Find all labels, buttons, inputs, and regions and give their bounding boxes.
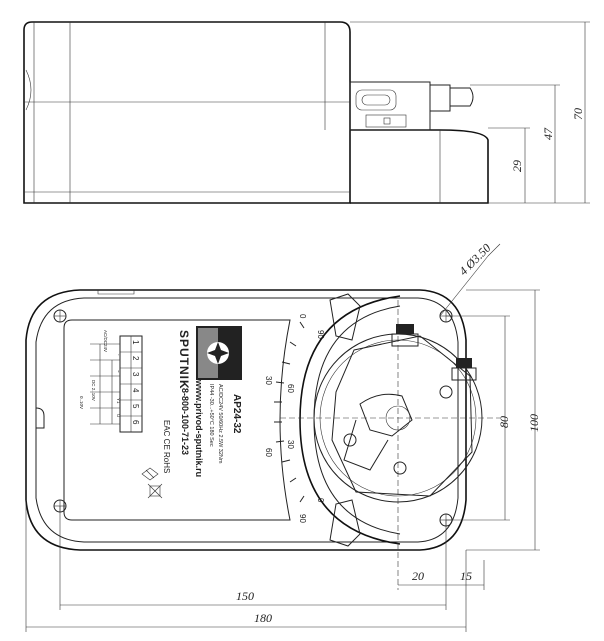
top-view: SPUTNIK AP24-32 AC/DC24V 50/60Hz 2.5W 32…: [25, 241, 541, 632]
dim-height-mid: 47: [541, 127, 555, 140]
marks-text: EAC CE RoHS: [162, 420, 171, 473]
terminal-number: 4: [131, 388, 140, 393]
website-text: www.privod-sputnik.ru: [194, 379, 204, 477]
terminal-number: 6: [131, 420, 140, 425]
specs-line1: AC/DC24V 50/60Hz 2.5W 32Nm: [217, 384, 223, 464]
recycle-icon: [141, 467, 159, 481]
clamp-bolt: [451, 358, 477, 381]
dim-width-total: 100: [527, 414, 541, 432]
wiring-note: AC/DC24V: [103, 330, 108, 352]
dim-offset-20: 20: [412, 569, 424, 583]
wiring-note: ~: [116, 370, 121, 373]
dim-offset-15: 15: [460, 569, 472, 583]
scale-mark: 90: [298, 514, 307, 523]
terminal-number: 5: [131, 404, 140, 409]
dim-width-mount: 80: [497, 416, 511, 428]
scale-mark: 60: [264, 448, 273, 457]
phone-text: 8-800-100-71-23: [180, 388, 190, 455]
brand-text: SPUTNIK: [177, 330, 191, 390]
specs-line2: IP44 -30...+50°C 180 Sec: [208, 384, 214, 447]
clamp-bolt: [391, 324, 419, 347]
dim-length-mount: 150: [236, 589, 254, 603]
terminal-number: 2: [131, 356, 140, 361]
scale-mark: 90: [316, 330, 325, 339]
scale-mark: 30: [286, 440, 295, 449]
scale-mark: 30: [264, 376, 273, 385]
scale-mark: 60: [286, 384, 295, 393]
dim-height-total: 70: [571, 108, 585, 120]
terminal-number: 3: [131, 372, 140, 377]
wiring-note: 0..10V: [79, 396, 84, 409]
mount-hole: [53, 309, 67, 323]
model-text: AP24-32: [231, 394, 242, 434]
wiring-note: -: [116, 354, 121, 356]
side-view: 29 47 70: [23, 21, 590, 204]
terminal-block: 1 2 3 4 5 6 AC/DC24V - ~ DC 2..10V Y1 U …: [79, 330, 143, 433]
scale-mark: 0: [298, 314, 307, 319]
waste-bin-icon: [147, 483, 163, 499]
wiring-note: U: [116, 414, 121, 417]
terminal-number: 1: [131, 340, 140, 345]
dim-height-base: 29: [510, 160, 524, 172]
dim-length-total: 180: [254, 611, 272, 625]
wiring-note: DC 2..10V: [91, 380, 96, 401]
sputnik-logo: [196, 326, 242, 380]
wiring-note: Y1: [116, 398, 121, 404]
